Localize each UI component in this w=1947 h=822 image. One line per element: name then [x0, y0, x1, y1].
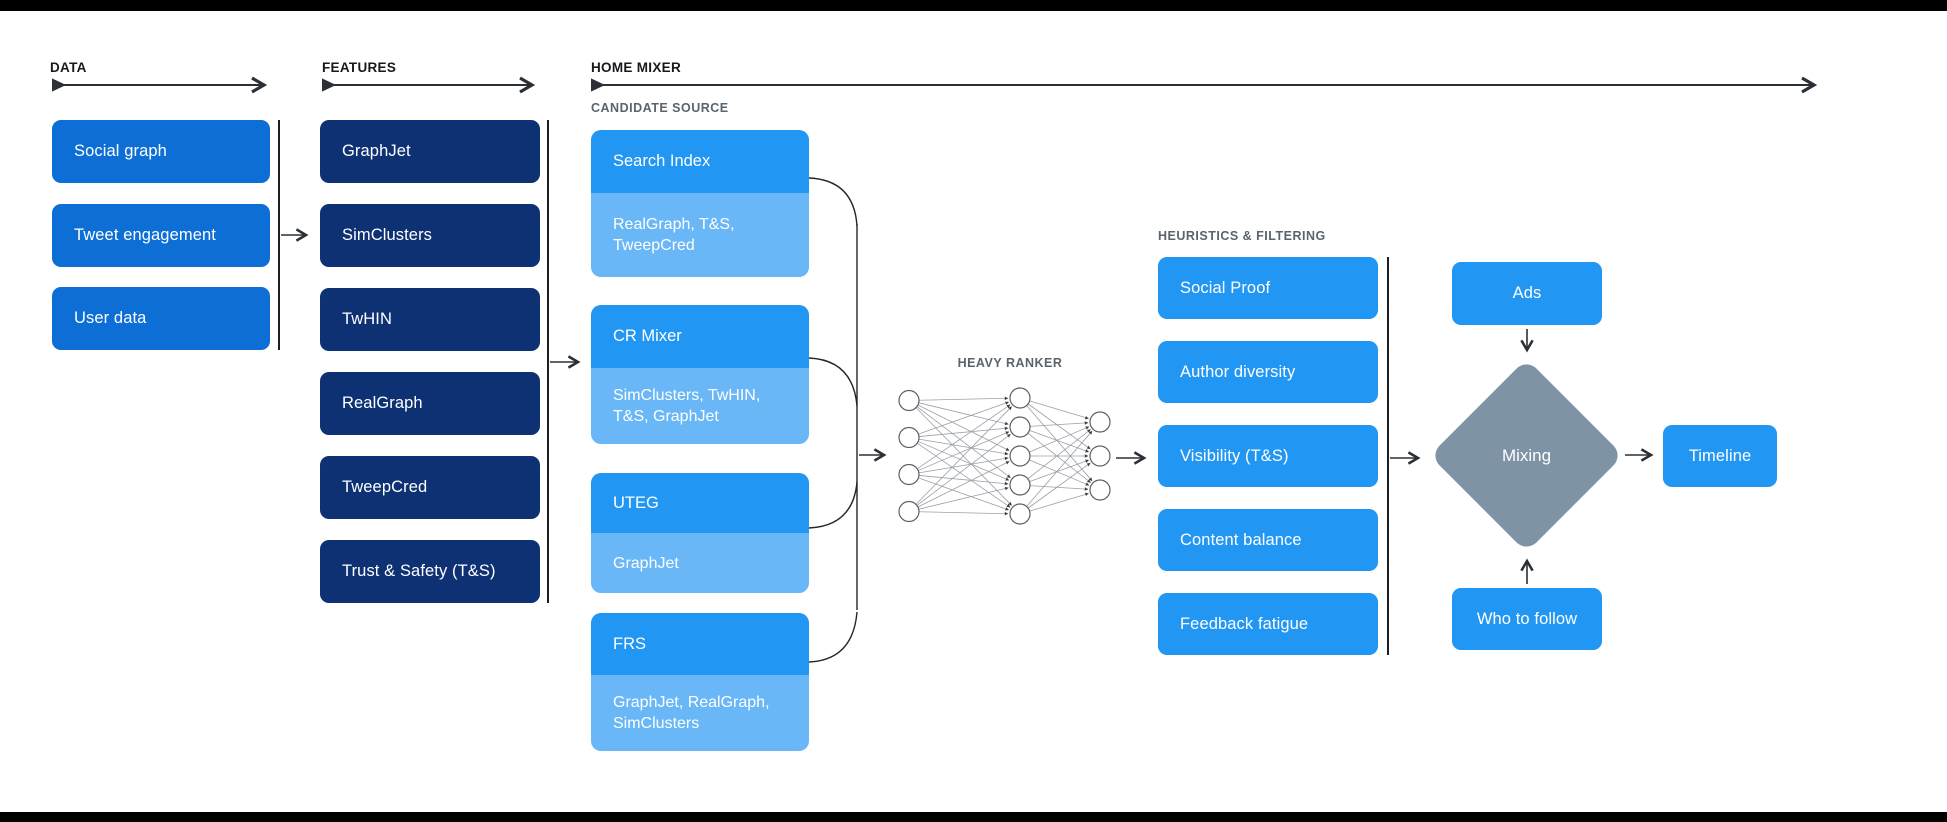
candidate-box-frs: FRS GraphJet, RealGraph, SimClusters: [591, 613, 809, 751]
uteg-connector: [808, 481, 858, 529]
heuristic-box-author-diversity: Author diversity: [1158, 341, 1378, 403]
features-section-label: FEATURES: [322, 60, 397, 75]
top-black-bar: [0, 0, 1947, 11]
ads-box: Ads: [1452, 262, 1602, 325]
candidate-name: CR Mixer: [591, 305, 809, 368]
heuristic-box-visibility: Visibility (T&S): [1158, 425, 1378, 487]
data-box-tweet-engagement: Tweet engagement: [52, 204, 270, 267]
candidate-box-search-index: Search Index RealGraph, T&S, TweepCred: [591, 130, 809, 277]
feature-box-simclusters: SimClusters: [320, 204, 540, 267]
candidate-name: FRS: [591, 613, 809, 675]
heuristic-box-content-balance: Content balance: [1158, 509, 1378, 571]
data-box-user-data: User data: [52, 287, 270, 350]
frs-connector: [808, 611, 858, 663]
feature-box-trust-safety: Trust & Safety (T&S): [320, 540, 540, 603]
heavy-ranker-label: HEAVY RANKER: [957, 356, 1063, 370]
candidate-uses: SimClusters, TwHIN, T&S, GraphJet: [591, 368, 809, 444]
neural-network-illustration: [898, 387, 1111, 525]
heuristics-filtering-label: HEURISTICS & FILTERING: [1158, 229, 1326, 243]
candidate-uses: GraphJet, RealGraph, SimClusters: [591, 675, 809, 751]
candidate-uses: GraphJet: [591, 533, 809, 593]
feature-box-graphjet: GraphJet: [320, 120, 540, 183]
candidate-name: UTEG: [591, 473, 809, 533]
search-index-connector: [808, 177, 858, 227]
candidate-source-label: CANDIDATE SOURCE: [591, 101, 729, 115]
mixing-label: Mixing: [1501, 445, 1552, 465]
heuristic-box-feedback-fatigue: Feedback fatigue: [1158, 593, 1378, 655]
feature-box-realgraph: RealGraph: [320, 372, 540, 435]
heuristic-box-social-proof: Social Proof: [1158, 257, 1378, 319]
candidate-box-cr-mixer: CR Mixer SimClusters, TwHIN, T&S, GraphJ…: [591, 305, 809, 444]
candidate-name: Search Index: [591, 130, 809, 193]
who-to-follow-box: Who to follow: [1452, 588, 1602, 650]
candidate-box-uteg: UTEG GraphJet: [591, 473, 809, 593]
feature-box-tweepcred: TweepCred: [320, 456, 540, 519]
feature-box-twhin: TwHIN: [320, 288, 540, 351]
candidate-uses: RealGraph, T&S, TweepCred: [591, 193, 809, 277]
cr-mixer-connector: [808, 357, 858, 407]
home-mixer-section-label: HOME MIXER: [591, 60, 682, 75]
mixing-diamond: Mixing: [1429, 358, 1624, 553]
data-box-social-graph: Social graph: [52, 120, 270, 183]
bottom-black-bar: [0, 812, 1947, 822]
timeline-box: Timeline: [1663, 425, 1777, 487]
data-section-label: DATA: [50, 60, 87, 75]
